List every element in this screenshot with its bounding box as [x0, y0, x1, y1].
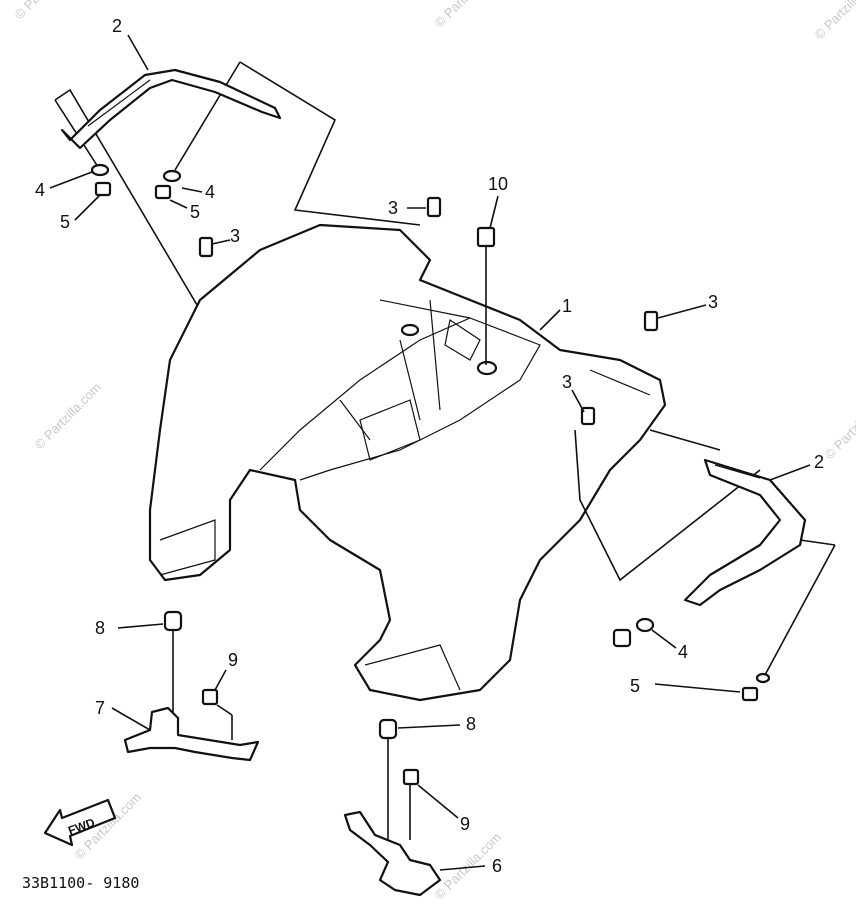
callout-5-mid: 5 — [190, 202, 200, 222]
callout-3-d: 3 — [562, 372, 572, 392]
bolt-part-10 — [476, 226, 496, 365]
callout-3-b: 3 — [388, 198, 398, 218]
callout-9-bottom: 9 — [460, 814, 470, 834]
callout-5-left: 5 — [60, 212, 70, 232]
callout-2-top: 2 — [112, 16, 122, 36]
callout-4-mid: 4 — [205, 182, 215, 202]
nut-washer-top-left — [90, 163, 442, 258]
leader-lines — [49, 34, 811, 871]
callout-6: 6 — [492, 856, 502, 876]
callout-3-a: 3 — [230, 226, 240, 246]
bracket-part-6 — [343, 810, 442, 897]
callout-10: 10 — [488, 174, 508, 194]
rear-fender-body — [148, 223, 667, 702]
callout-1: 1 — [562, 296, 572, 316]
callout-9-left: 9 — [228, 650, 238, 670]
watermark-top-mid: © Partzilla.com — [432, 0, 505, 30]
watermark-right: © Partzilla.com — [822, 390, 856, 463]
damper-parts — [163, 610, 398, 860]
callout-labels: 2 4 5 4 5 3 3 10 1 3 3 2 4 5 8 9 7 8 9 6 — [35, 16, 824, 876]
nut-washer-right — [580, 310, 771, 702]
callout-8-bottom: 8 — [466, 714, 476, 734]
callout-4-right: 4 — [678, 642, 688, 662]
rear-fender-stay-right — [683, 458, 807, 607]
callout-2-right: 2 — [814, 452, 824, 472]
callout-4-left: 4 — [35, 180, 45, 200]
callout-7: 7 — [95, 698, 105, 718]
bracket-part-7 — [123, 706, 260, 762]
watermark-mid-left: © Partzilla.com — [32, 380, 105, 453]
assembly-frame-right — [574, 429, 836, 676]
callout-5-right: 5 — [630, 676, 640, 696]
callout-8-left: 8 — [95, 618, 105, 638]
callout-3-c: 3 — [708, 292, 718, 312]
rear-fender-stay-top — [60, 68, 282, 150]
watermark-top-left: © Partzilla.com — [12, 0, 85, 22]
watermark-top-right: © Partzilla.com — [812, 0, 856, 42]
drawing-code: 33B1100- 9180 — [22, 874, 139, 892]
